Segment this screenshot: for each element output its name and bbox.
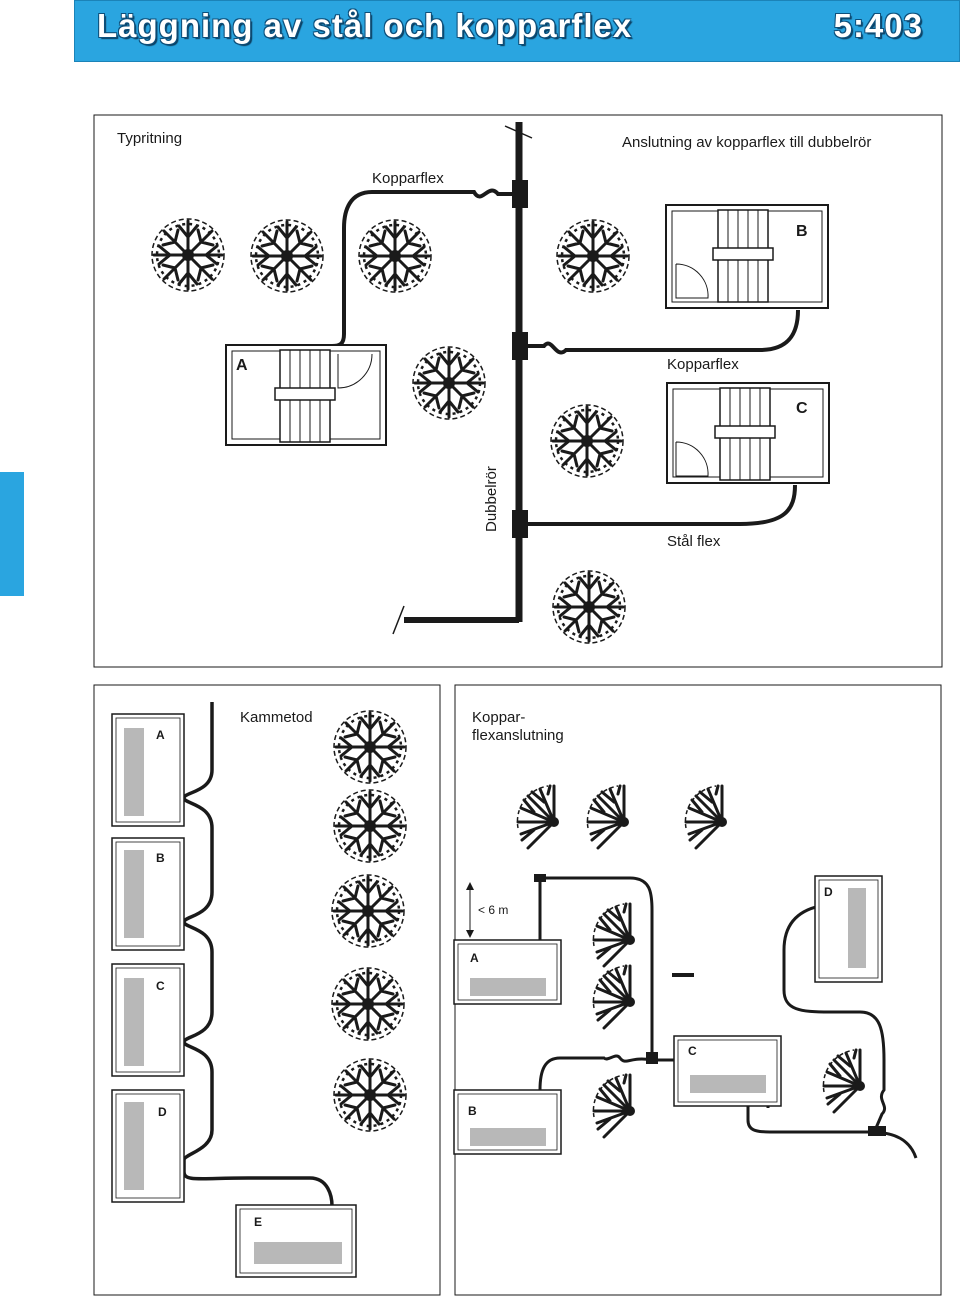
flex-house-c-label: C [688, 1044, 697, 1058]
tree-icon [821, 1048, 867, 1114]
label-kopparflex-line2: flexanslutning [472, 727, 564, 744]
flex-house-d-label: D [824, 885, 833, 899]
tree-icon [411, 345, 487, 421]
tree-icon [591, 902, 637, 968]
tree-icon [249, 218, 325, 294]
kam-house-a [111, 713, 185, 827]
label-dubbelror: Dubbelrör [483, 466, 500, 532]
house-c [666, 382, 830, 484]
tee-bottom [512, 510, 528, 538]
distance-label: < 6 m [478, 903, 508, 917]
flex-house-d [814, 875, 883, 983]
koppar-pipe-b [538, 1054, 653, 1091]
koppar-pipe-d [782, 904, 887, 1129]
bottom-left-panel-frame [93, 684, 441, 1296]
kopparflex-pipe-b [528, 309, 800, 355]
tree-icon [330, 966, 406, 1042]
kam-pipe [182, 702, 334, 1207]
tree-icon [585, 784, 631, 850]
koppar-pipe-c-out [746, 1105, 918, 1159]
label-kopparflex-line1: Koppar- [472, 709, 525, 726]
tree-icon [591, 1073, 637, 1139]
tee-middle [512, 332, 528, 360]
page-number: 5:403 [833, 7, 923, 44]
tree-icon [549, 403, 625, 479]
distance-marker [466, 882, 474, 938]
main-double-pipe [392, 122, 533, 635]
label-kopparflex-top: Kopparflex [372, 170, 444, 187]
caption-typritning: Typritning [117, 130, 182, 147]
kam-house-b-label: B [156, 851, 165, 865]
page-title: Läggning av stål och kopparflex [97, 7, 633, 44]
kam-house-b [111, 837, 185, 951]
tree-icon [150, 217, 226, 293]
kam-house-e [235, 1204, 357, 1278]
tree-icon [330, 873, 406, 949]
koppar-fitting [646, 1052, 658, 1064]
kam-house-c-label: C [156, 979, 165, 993]
house-b-label: B [796, 223, 808, 240]
tree-icon [555, 218, 631, 294]
flex-house-c [673, 1035, 782, 1107]
side-tab [0, 472, 24, 596]
tree-icon [515, 784, 561, 850]
header-bar: Läggning av stål och kopparflex 5:403 [74, 0, 960, 62]
caption-anslutning: Anslutning av kopparflex till dubbelrör [622, 134, 871, 151]
label-stal-flex: Stål flex [667, 533, 721, 550]
kam-house-d-label: D [158, 1105, 167, 1119]
tree-icon [683, 784, 729, 850]
tree-icon [591, 964, 637, 1030]
label-kammetod: Kammetod [240, 709, 313, 726]
kopparflex-pipe-a [331, 188, 512, 348]
tree-icon [332, 788, 408, 864]
kam-house-a-label: A [156, 728, 165, 742]
house-a [225, 344, 387, 446]
kam-house-c [111, 963, 185, 1077]
tree-icon [551, 569, 627, 645]
koppar-fitting [534, 874, 546, 882]
kam-house-e-label: E [254, 1215, 262, 1229]
house-b [665, 204, 829, 309]
tree-icon [357, 218, 433, 294]
house-a-label: A [236, 357, 248, 374]
flex-house-b [453, 1089, 562, 1155]
kam-house-d [111, 1089, 185, 1203]
flex-house-a-label: A [470, 951, 479, 965]
stal-flex-pipe-c [528, 484, 797, 526]
koppar-fitting [868, 1126, 886, 1136]
label-kopparflex-mid: Kopparflex [667, 356, 739, 373]
house-c-label: C [796, 400, 808, 417]
tee-top [512, 180, 528, 208]
flex-house-a [453, 939, 562, 1005]
top-panel-frame [93, 114, 943, 668]
tree-icon [332, 709, 408, 785]
flex-house-b-label: B [468, 1104, 477, 1118]
tree-icon [332, 1057, 408, 1133]
